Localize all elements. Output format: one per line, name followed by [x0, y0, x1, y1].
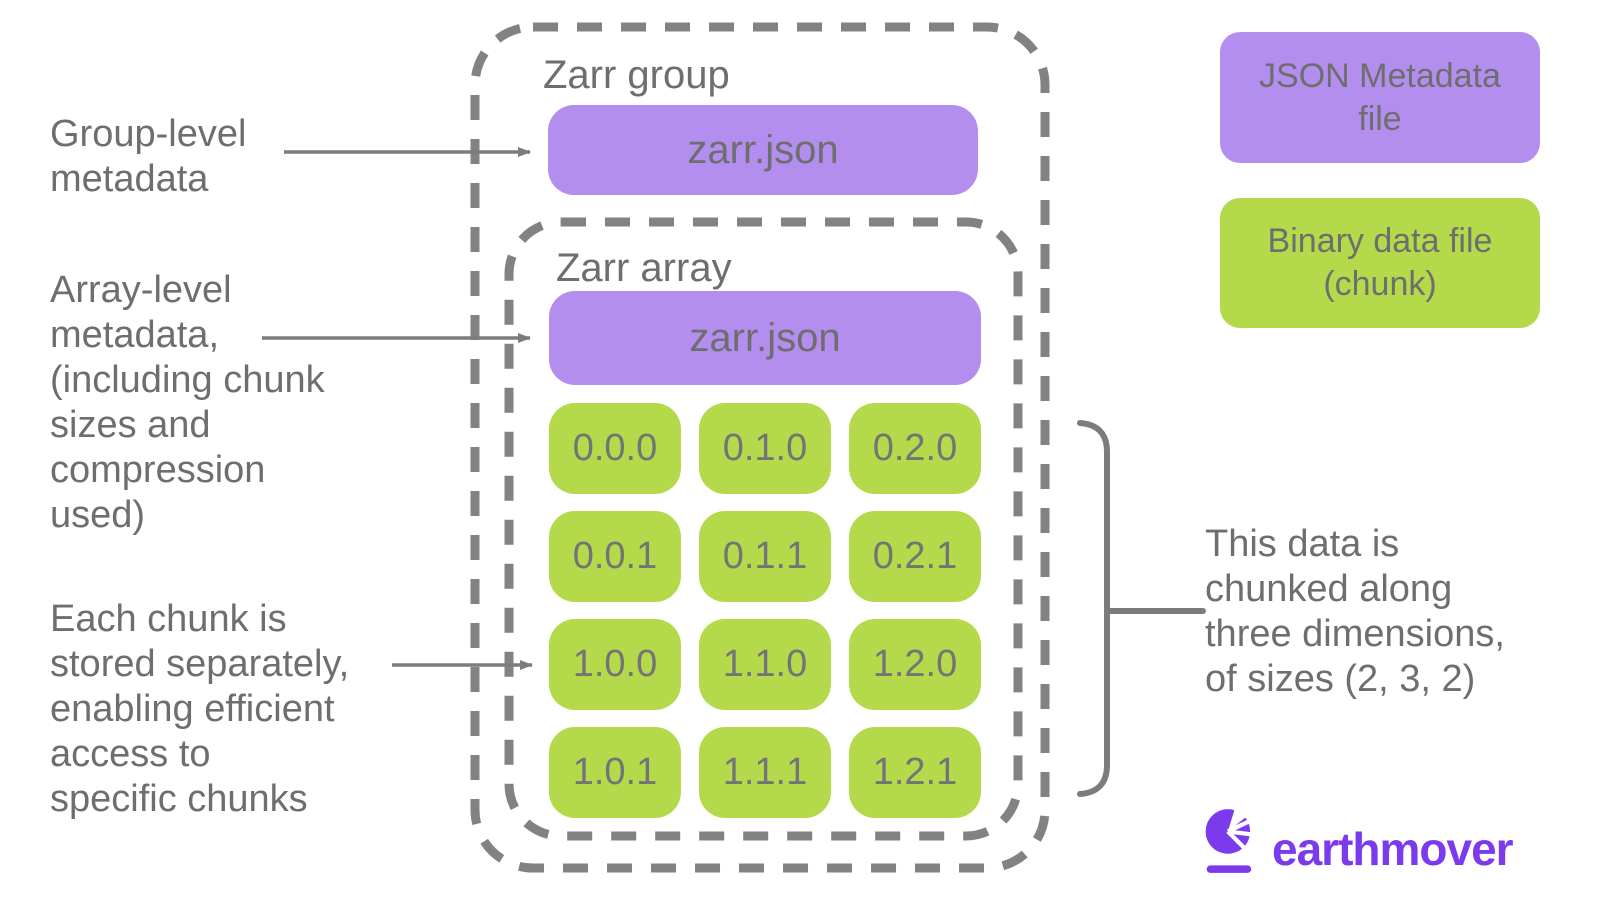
chunk-cell: 0.1.1 — [699, 511, 831, 602]
array-metadata-annotation: Array-level metadata, (including chunk s… — [50, 269, 325, 536]
array-metadata-file: zarr.json — [549, 291, 981, 385]
chunk-cell: 0.1.0 — [699, 403, 831, 494]
earthmover-logo-icon — [1205, 807, 1254, 873]
chunk-cell: 1.2.1 — [849, 727, 981, 818]
chunk-cell: 1.0.1 — [549, 727, 681, 818]
chunk-dimensions-bracket — [1077, 420, 1206, 797]
chunk-dimensions-annotation: This data is chunked along three dimensi… — [1205, 523, 1505, 700]
earthmover-logo: earthmover — [1204, 806, 1564, 876]
chunk-cell: 0.2.0 — [849, 403, 981, 494]
zarr-group-title: Zarr group — [543, 53, 730, 97]
legend-binary-data-file: Binary data file (chunk) — [1220, 198, 1540, 328]
chunk-cell: 0.0.1 — [549, 511, 681, 602]
chunk-grid: 0.0.0 0.1.0 0.2.0 0.0.1 0.1.1 0.2.1 1.0.… — [549, 403, 981, 818]
chunk-cell: 0.2.1 — [849, 511, 981, 602]
chunk-cell: 1.0.0 — [549, 619, 681, 710]
chunk-cell: 1.1.1 — [699, 727, 831, 818]
legend-json-metadata-label: JSON Metadata file — [1259, 56, 1501, 138]
earthmover-wordmark: earthmover — [1272, 823, 1514, 875]
chunk-cell: 0.0.0 — [549, 403, 681, 494]
group-metadata-annotation: Group-level metadata — [50, 113, 247, 200]
array-metadata-file-label: zarr.json — [689, 315, 841, 360]
chunk-storage-annotation: Each chunk is stored separately, enablin… — [50, 598, 350, 820]
legend-json-metadata-file: JSON Metadata file — [1220, 32, 1540, 163]
zarr-array-title: Zarr array — [556, 246, 732, 290]
group-metadata-file: zarr.json — [548, 105, 978, 195]
chunk-cell: 1.2.0 — [849, 619, 981, 710]
chunk-cell: 1.1.0 — [699, 619, 831, 710]
legend-binary-data-label: Binary data file (chunk) — [1267, 222, 1493, 303]
group-metadata-file-label: zarr.json — [687, 127, 839, 172]
